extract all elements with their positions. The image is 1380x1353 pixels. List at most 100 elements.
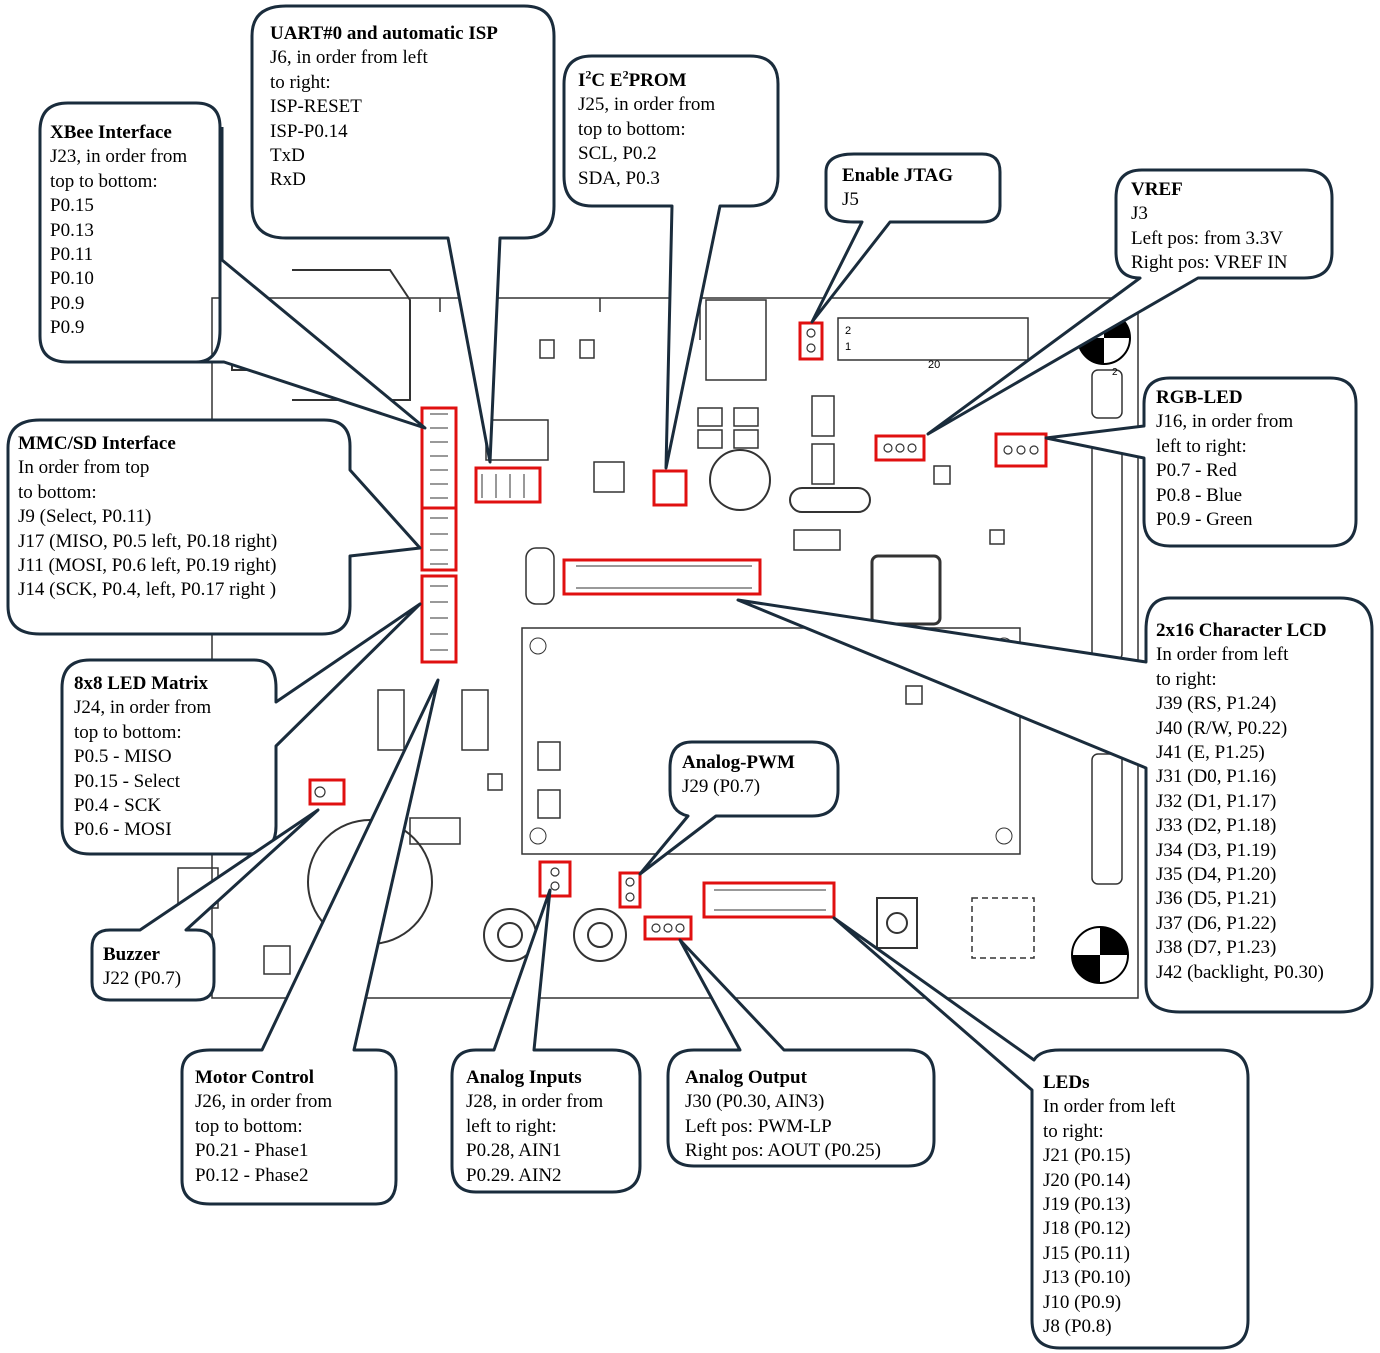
lcd-module [521,627,1021,855]
callout-jtag-line: J5 [842,189,859,211]
callout-xbee-bubble [38,101,427,430]
callout-rgb-line: P0.7 - Red [1156,460,1237,482]
callout-xbee-line: P0.9 [50,317,85,339]
callout-uart-title: UART#0 and automatic ISP [270,23,498,44]
lcd-hole [995,827,1013,845]
lcd-hole [529,637,547,655]
callout-lcd-line: J32 (D1, P1.17) [1156,790,1277,812]
jtag-header [837,317,1029,361]
callout-leds-title: LEDs [1043,1072,1090,1093]
callout-i2c-title: I2C E2PROM [578,69,715,93]
callout-lcd-line: J42 (backlight, P0.30) [1156,961,1324,983]
callout-uart-line: TxD [270,145,305,167]
callout-uart-line: ISP-P0.14 [270,120,348,142]
callout-mmc-line: J11 (MOSI, P0.6 left, P0.19 right) [18,555,277,577]
callout-leds-line: to right: [1043,1120,1104,1142]
callout-rgb-line: left to right: [1156,435,1247,457]
callout-xbee-line: top to bottom: [50,170,158,192]
callout-mmc-line: to bottom: [18,481,97,503]
callout-vref-title: VREF [1131,179,1183,200]
callout-xbee-line: P0.11 [50,244,94,266]
jumper-j5 [798,321,824,361]
callout-uart: UART#0 and automatic ISP J6, in order fr… [270,22,498,193]
jumper-j6 [474,466,542,504]
callout-lcd: 2x16 Character LCD In order from left to… [1156,619,1327,985]
callout-motor-line: P0.12 - Phase2 [195,1164,309,1186]
callout-uart-bubble [250,4,556,464]
callout-lcd-line: J36 (D5, P1.21) [1156,888,1277,910]
callout-rgb-line: P0.9 - Green [1156,509,1253,531]
callout-leds-line: J10 (P0.9) [1043,1291,1122,1313]
callout-pwm-title: Analog-PWM [682,752,795,773]
callout-motor: Motor Control J26, in order from top to … [195,1066,332,1188]
callout-xbee: XBee Interface J23, in order from top to… [50,121,187,341]
callout-xbee-line: P0.13 [50,219,94,241]
potentiometer-icon [483,908,627,962]
callout-motor-line: top to bottom: [195,1115,303,1137]
callout-lcd-line: to right: [1156,668,1217,690]
callout-motor-title: Motor Control [195,1067,315,1088]
callout-ain-line: P0.29. AIN2 [466,1164,562,1186]
callout-uart-line: to right: [270,71,331,93]
callout-ain-bubble [450,888,642,1194]
callout-mmc-line: In order from top [18,457,150,479]
callout-rgb: RGB-LED J16, in order from left to right… [1156,386,1293,532]
callout-lcd-line: J38 (D7, P1.23) [1156,937,1277,959]
jumper-j30 [643,915,693,941]
header-pin-grid [430,413,826,911]
callout-ledmatrix-line: J24, in order from [74,697,212,719]
callout-lcd-line: J40 (R/W, P0.22) [1156,717,1288,739]
callout-i2c-line: SCL, P0.2 [578,143,657,165]
i2c-title-sup: 2 [585,67,592,82]
callout-vref-line: Left pos: from 3.3V [1131,227,1283,249]
callout-xbee-title: XBee Interface [50,122,172,143]
jumper-j3 [874,434,926,462]
callout-vref-line: J3 [1131,203,1148,225]
callout-uart-line: J6, in order from left [270,47,428,69]
callout-lcd-line: J41 (E, P1.25) [1156,742,1265,764]
callout-aout-bubble [666,938,936,1168]
jumper-leds [702,881,836,919]
i2c-title-part: C E [591,70,623,91]
small-components [177,339,1035,975]
callout-lcd-line: J34 (D3, P1.19) [1156,839,1277,861]
callout-aout: Analog Output J30 (P0.30, AIN3) Left pos… [685,1066,881,1164]
callout-i2c: I2C E2PROM J25, in order from top to bot… [578,69,715,191]
callout-mmc-line: J9 (Select, P0.11) [18,506,152,528]
callout-jtag: Enable JTAG J5 [842,164,953,213]
callout-i2c-line: top to bottom: [578,118,686,140]
callout-motor-bubble [180,678,440,1206]
callout-buzzer-title: Buzzer [103,944,160,965]
callout-lcd-line: J37 (D6, P1.22) [1156,912,1277,934]
i2c-title-part: I [578,70,586,91]
callout-motor-line: J26, in order from [195,1091,333,1113]
crystal [789,487,871,513]
callout-ledmatrix-line: top to bottom: [74,721,182,743]
callout-buzzer-line: J22 (P0.7) [103,968,182,990]
callout-ain-line: left to right: [466,1115,557,1137]
callout-xbee-line: P0.15 [50,195,94,217]
callout-lcd-line: J35 (D4, P1.20) [1156,864,1277,886]
jumper-highlights [308,321,1048,941]
jumper-j23 [420,406,458,510]
callout-jtag-title: Enable JTAG [842,165,954,186]
callout-vref: VREF J3 Left pos: from 3.3V Right pos: V… [1131,178,1287,276]
callout-buzzer-bubble [90,808,320,1002]
jumper-mmc [420,506,458,572]
mounting-hole [1071,926,1129,984]
callout-mmc-title: MMC/SD Interface [18,433,176,454]
jumper-j29 [618,871,642,909]
jumper-j25 [652,469,688,507]
i2c-title-part: PROM [628,70,687,91]
callout-buzzer: Buzzer J22 (P0.7) [103,943,181,992]
callout-lcd-title: 2x16 Character LCD [1156,620,1327,641]
callout-uart-line: RxD [270,169,306,191]
jumper-j22 [308,778,346,806]
callout-mmc-line: J17 (MISO, P0.5 left, P0.18 right) [18,530,278,552]
callout-uart-line: ISP-RESET [270,96,362,118]
callout-mmc-bubble [6,418,422,636]
callout-rgb-line: J16, in order from [1156,411,1294,433]
reset-button [876,897,918,949]
callout-rgb-line: P0.8 - Blue [1156,484,1243,506]
callout-mmc: MMC/SD Interface In order from top to bo… [18,432,277,603]
